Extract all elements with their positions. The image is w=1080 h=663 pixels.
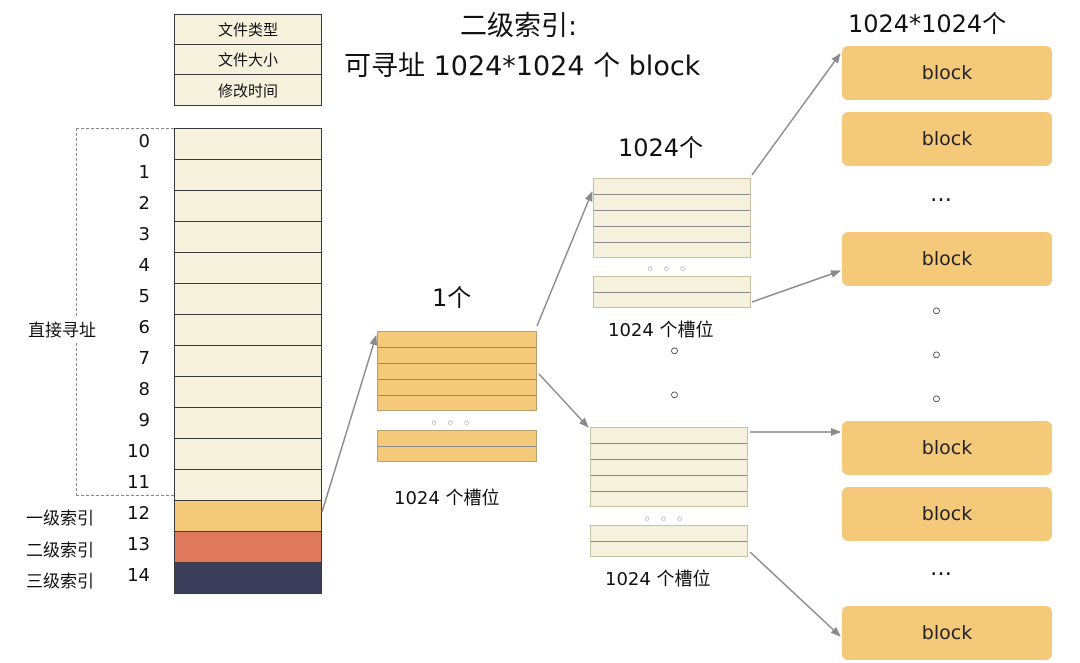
inode-pointer-cell bbox=[174, 128, 322, 160]
inode-index-number: 5 bbox=[138, 286, 150, 307]
inode-pointer-cell bbox=[174, 469, 322, 501]
level1-index-label: 一级索引 bbox=[26, 509, 94, 529]
arrow-inode-to-level1 bbox=[321, 335, 378, 513]
data-block-6: block bbox=[842, 606, 1052, 660]
data-block-2: block bbox=[842, 112, 1052, 166]
inode-pointer-cell bbox=[174, 562, 322, 594]
second-level-lower-slots-bottom bbox=[590, 525, 748, 557]
data-block-4: block bbox=[842, 421, 1052, 475]
inode-index-number: 4 bbox=[138, 255, 150, 276]
diagram-title-line1: 二级索引: bbox=[460, 11, 578, 42]
inode-index-number: 8 bbox=[138, 379, 150, 400]
second-level-lower-dots: ◦◦◦ bbox=[643, 512, 692, 528]
second-level-count: 1024个 bbox=[618, 134, 704, 162]
inode-index-number: 14 bbox=[127, 565, 150, 586]
inode-pointer-cell bbox=[174, 407, 322, 439]
blocks-ellipsis-1: … bbox=[930, 182, 954, 207]
inode-pointer-cell bbox=[174, 283, 322, 315]
arrow-level1-to-level2-lower bbox=[538, 373, 589, 428]
inode-pointer-cell bbox=[174, 500, 322, 532]
data-block-5: block bbox=[842, 487, 1052, 541]
inode-pointer-cell bbox=[174, 221, 322, 253]
blocks-ellipsis-2: … bbox=[930, 556, 954, 581]
second-level-upper-caption: 1024 个槽位 bbox=[608, 320, 714, 341]
second-level-vdot-1: ◦ bbox=[668, 340, 681, 365]
second-level-lower-caption: 1024 个槽位 bbox=[605, 569, 711, 590]
inode-index-number: 11 bbox=[127, 472, 150, 493]
blocks-vdot-1: ◦ bbox=[930, 300, 943, 325]
first-level-slots-top bbox=[377, 331, 537, 411]
arrow-to-block-1 bbox=[751, 53, 841, 176]
inode-index-number: 13 bbox=[127, 534, 150, 555]
data-block-1: block bbox=[842, 46, 1052, 100]
first-level-slots-bottom bbox=[377, 430, 537, 462]
second-level-lower-slots-top bbox=[590, 427, 748, 507]
data-block-3: block bbox=[842, 232, 1052, 286]
inode-index-number: 0 bbox=[138, 131, 150, 152]
inode-index-number: 9 bbox=[138, 410, 150, 431]
inode-index-number: 1 bbox=[138, 162, 150, 183]
inode-pointer-cell bbox=[174, 531, 322, 563]
inode-pointer-cell bbox=[174, 314, 322, 346]
inode-pointer-cell bbox=[174, 376, 322, 408]
blocks-vdot-3: ◦ bbox=[930, 388, 943, 413]
inode-index-number: 3 bbox=[138, 224, 150, 245]
second-level-upper-slots-top bbox=[593, 178, 751, 258]
diagram-title-line2: 可寻址 1024*1024 个 block bbox=[344, 51, 701, 82]
blocks-count: 1024*1024个 bbox=[848, 10, 1007, 38]
inode-index-number: 6 bbox=[138, 317, 150, 338]
first-level-dots: ◦◦◦ bbox=[430, 416, 479, 432]
first-level-count: 1个 bbox=[432, 284, 472, 312]
arrow-level1-to-level2-upper bbox=[536, 191, 593, 327]
inode-index-number: 10 bbox=[127, 441, 150, 462]
second-level-upper-slots-bottom bbox=[593, 276, 751, 308]
arrow-to-block-3 bbox=[751, 270, 841, 303]
direct-address-label: 直接寻址 bbox=[26, 316, 98, 341]
inode-index-number: 2 bbox=[138, 193, 150, 214]
inode-index-number: 12 bbox=[127, 503, 150, 524]
second-level-upper-dots: ◦◦◦ bbox=[646, 262, 695, 278]
level2-index-label: 二级索引 bbox=[26, 541, 94, 561]
arrow-to-block-6 bbox=[749, 551, 841, 637]
inode-index-number: 7 bbox=[138, 348, 150, 369]
direct-address-bracket bbox=[76, 128, 174, 496]
blocks-vdot-2: ◦ bbox=[930, 344, 943, 369]
inode-meta-file-size: 文件大小 bbox=[174, 44, 322, 75]
inode-meta-modify-time: 修改时间 bbox=[174, 74, 322, 106]
inode-pointer-cell bbox=[174, 252, 322, 284]
level3-index-label: 三级索引 bbox=[26, 572, 94, 592]
first-level-caption: 1024 个槽位 bbox=[394, 488, 500, 509]
second-level-vdot-2: ◦ bbox=[668, 384, 681, 409]
